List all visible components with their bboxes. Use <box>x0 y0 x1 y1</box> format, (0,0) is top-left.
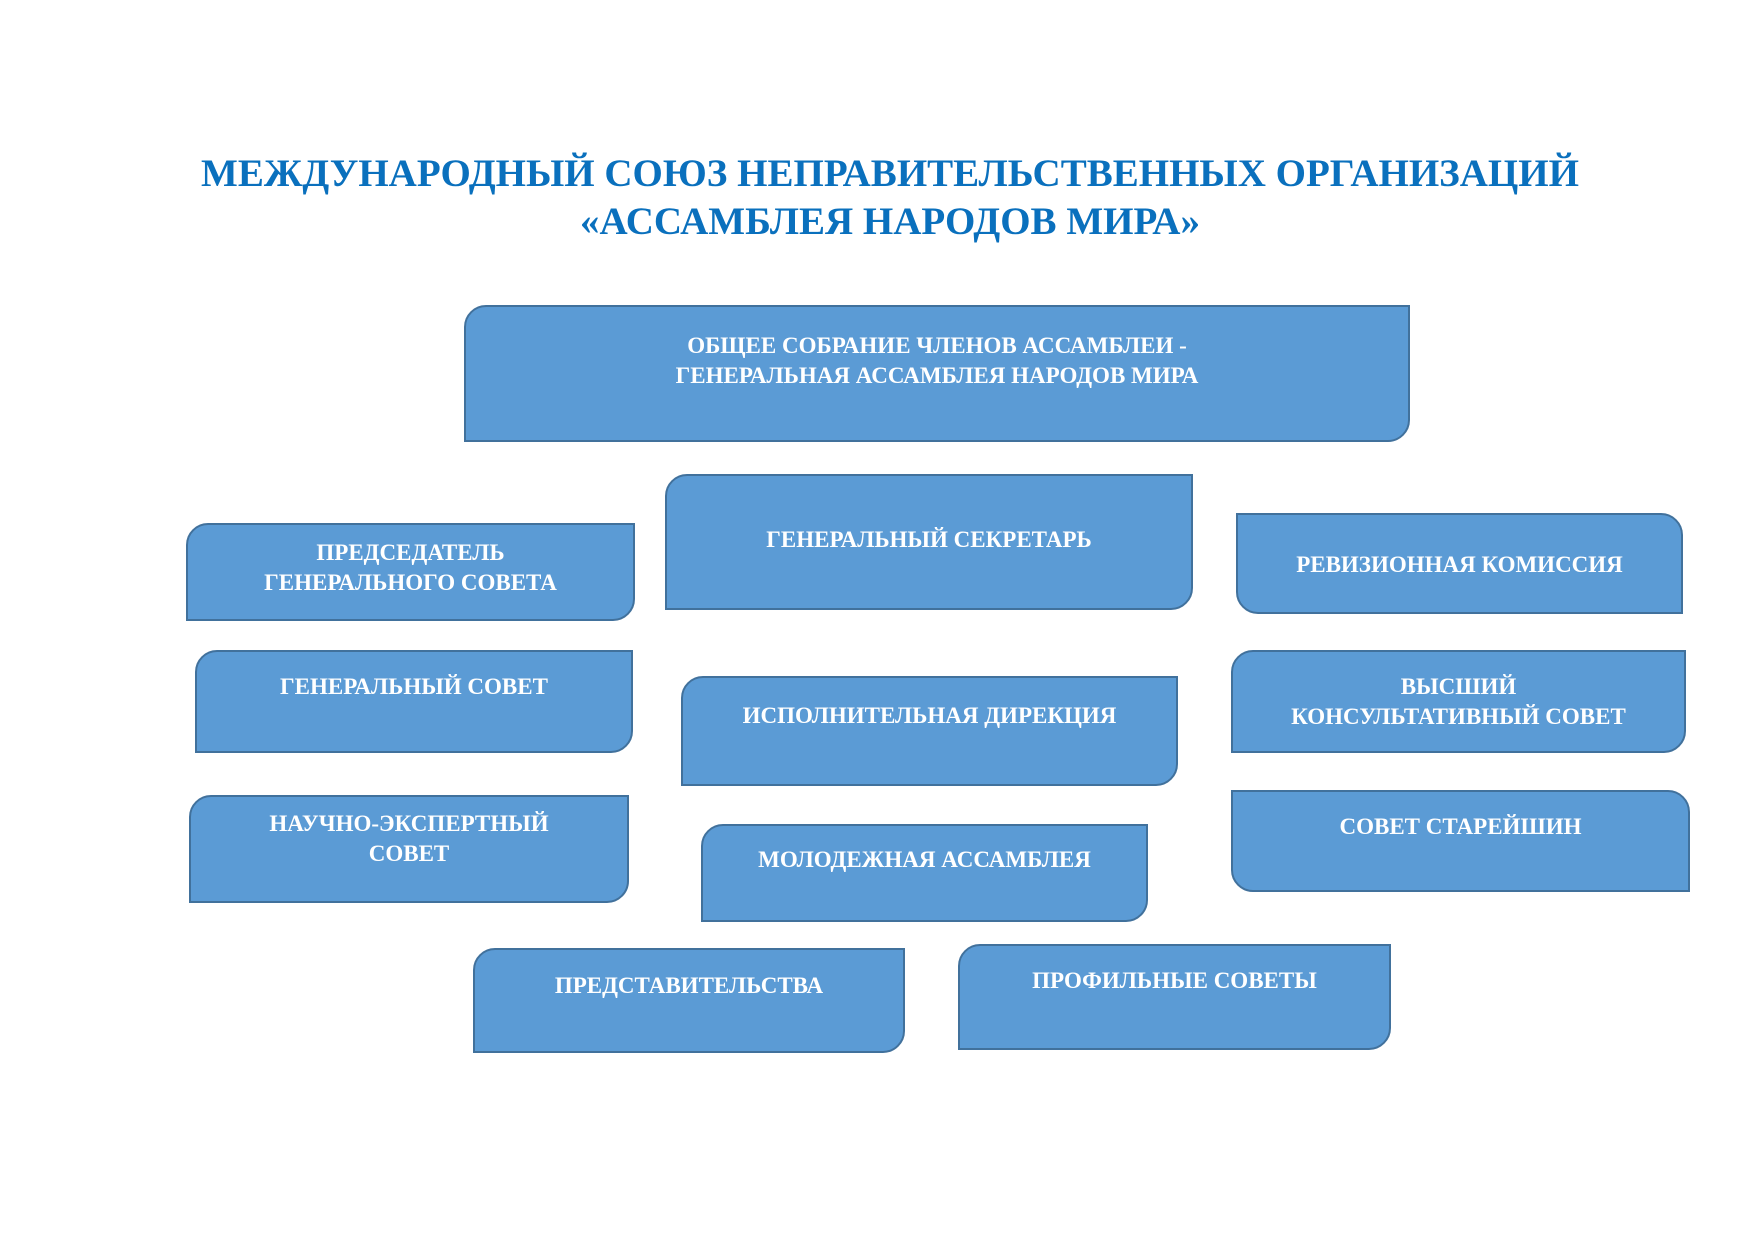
general-council-box: ГЕНЕРАЛЬНЫЙ СОВЕТ <box>195 650 633 753</box>
profile-councils-box: ПРОФИЛЬНЫЕ СОВЕТЫ <box>958 944 1391 1050</box>
audit-commission-label: РЕВИЗИОННАЯ КОМИССИЯ <box>1296 552 1623 577</box>
supreme-advisory-council-label-line-1: ВЫСШИЙ <box>1400 674 1517 699</box>
chairman-label-line-1: ПРЕДСЕДАТЕЛЬ <box>316 540 505 565</box>
chairman-box: ПРЕДСЕДАТЕЛЬ ГЕНЕРАЛЬНОГО СОВЕТА <box>186 523 635 621</box>
scientific-expert-council-label-line-2: СОВЕТ <box>368 841 450 866</box>
secretary-general-box: ГЕНЕРАЛЬНЫЙ СЕКРЕТАРЬ <box>665 474 1193 610</box>
representations-box: ПРЕДСТАВИТЕЛЬСТВА <box>473 948 905 1053</box>
executive-directorate-box: ИСПОЛНИТЕЛЬНАЯ ДИРЕКЦИЯ <box>681 676 1178 786</box>
chairman-label-line-2: ГЕНЕРАЛЬНОГО СОВЕТА <box>264 570 557 595</box>
general-assembly-label-line-1: ОБЩЕЕ СОБРАНИЕ ЧЛЕНОВ АССАМБЛЕИ - <box>687 333 1187 358</box>
page-title-line-1: МЕЖДУНАРОДНЫЙ СОЮЗ НЕПРАВИТЕЛЬСТВЕННЫХ О… <box>201 152 1579 195</box>
youth-assembly-box: МОЛОДЕЖНАЯ АССАМБЛЕЯ <box>701 824 1148 922</box>
secretary-general-label: ГЕНЕРАЛЬНЫЙ СЕКРЕТАРЬ <box>766 527 1092 552</box>
council-of-elders-box: СОВЕТ СТАРЕЙШИН <box>1231 790 1690 892</box>
supreme-advisory-council-label-line-2: КОНСУЛЬТАТИВНЫЙ СОВЕТ <box>1291 704 1626 729</box>
youth-assembly-label: МОЛОДЕЖНАЯ АССАМБЛЕЯ <box>758 847 1091 872</box>
general-assembly-box: ОБЩЕЕ СОБРАНИЕ ЧЛЕНОВ АССАМБЛЕИ - ГЕНЕРА… <box>464 305 1410 442</box>
executive-directorate-label: ИСПОЛНИТЕЛЬНАЯ ДИРЕКЦИЯ <box>742 703 1117 728</box>
audit-commission-box: РЕВИЗИОННАЯ КОМИССИЯ <box>1236 513 1683 614</box>
council-of-elders-label: СОВЕТ СТАРЕЙШИН <box>1339 814 1582 839</box>
scientific-expert-council-box: НАУЧНО-ЭКСПЕРТНЫЙ СОВЕТ <box>189 795 629 903</box>
scientific-expert-council-label-line-1: НАУЧНО-ЭКСПЕРТНЫЙ <box>269 811 549 836</box>
supreme-advisory-council-box: ВЫСШИЙ КОНСУЛЬТАТИВНЫЙ СОВЕТ <box>1231 650 1686 753</box>
profile-councils-label: ПРОФИЛЬНЫЕ СОВЕТЫ <box>1032 968 1317 993</box>
representations-label: ПРЕДСТАВИТЕЛЬСТВА <box>554 973 824 998</box>
general-assembly-label-line-2: ГЕНЕРАЛЬНАЯ АССАМБЛЕЯ НАРОДОВ МИРА <box>675 363 1199 388</box>
general-council-label: ГЕНЕРАЛЬНЫЙ СОВЕТ <box>280 674 548 699</box>
page-title-line-2: «АССАМБЛЕЯ НАРОДОВ МИРА» <box>580 200 1200 243</box>
